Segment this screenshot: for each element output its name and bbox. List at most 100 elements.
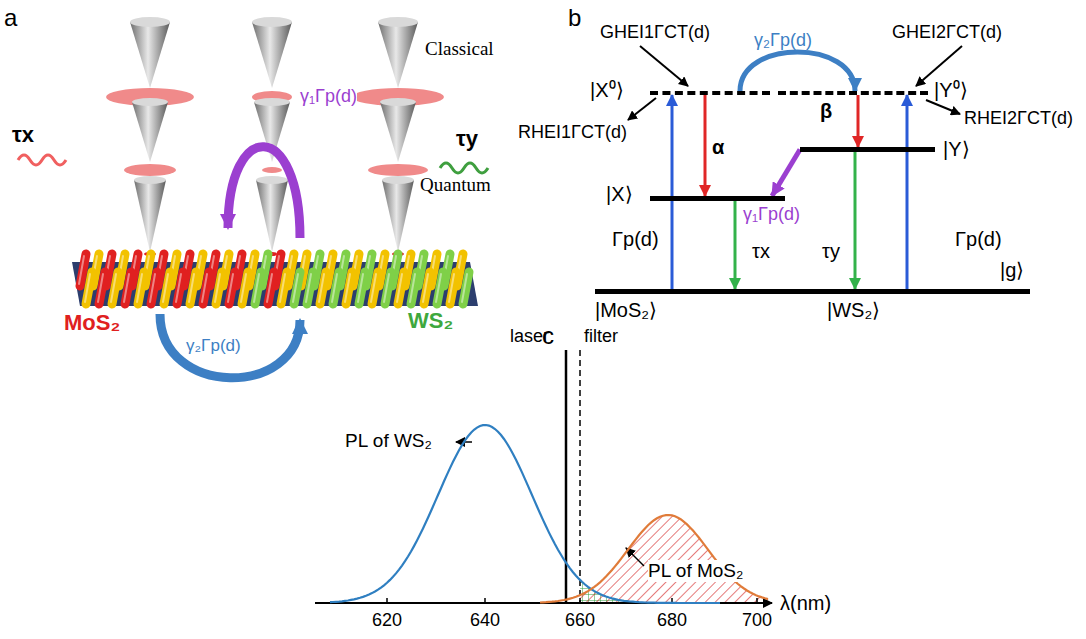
transition-arrow <box>772 150 800 197</box>
mos2-pl-curve <box>540 515 768 603</box>
lattice-rod <box>359 272 365 304</box>
curve-label: PL of MoS₂ <box>648 560 743 582</box>
level-label: |g⟩ <box>1000 259 1024 282</box>
rod-highlight <box>85 274 90 302</box>
lattice-rod <box>372 272 378 304</box>
filtered-hatch <box>580 515 770 603</box>
virtual-level: |X⁰⟩ <box>650 91 770 95</box>
level-label: |MoS₂⟩ <box>595 299 657 322</box>
rate-label: γ₁Γp(d) <box>300 86 357 107</box>
rod-highlight <box>306 274 311 302</box>
rate-arrow <box>628 46 962 120</box>
line-label: filter <box>584 326 618 347</box>
panel-letter: a <box>4 4 17 32</box>
rate-label: RHEI2ΓCT(d) <box>964 108 1073 129</box>
virtual-level: |Y⁰⟩ <box>778 91 928 95</box>
transition-label: γ₂Γp(d) <box>754 30 812 51</box>
tick-label: 640 <box>470 610 500 631</box>
rod-highlight <box>371 274 376 302</box>
tick-label: 680 <box>657 610 687 631</box>
emission-wave <box>18 155 66 165</box>
transition-arrow <box>857 95 860 147</box>
rod-highlight <box>410 274 415 302</box>
rod-highlight <box>189 274 194 302</box>
rod-highlight <box>163 274 168 302</box>
rod-highlight <box>436 274 441 302</box>
line-label: laser <box>510 326 549 347</box>
tip-column <box>252 17 292 256</box>
transition-label: τx <box>752 240 770 263</box>
rate-label: GHEI1ΓCT(d) <box>600 22 710 43</box>
transfer-arrow <box>160 314 300 378</box>
rod-highlight <box>150 274 155 302</box>
rod-highlight <box>111 274 116 302</box>
rod-highlight <box>449 274 454 302</box>
rod-highlight <box>98 274 103 302</box>
emission-wave <box>440 163 488 173</box>
lattice-rod <box>80 254 86 286</box>
energy-level: |X⟩ <box>650 196 785 201</box>
lattice-rod <box>190 272 196 304</box>
material-label: WS₂ <box>408 308 453 333</box>
lattice-rod <box>307 272 313 304</box>
rod-highlight <box>384 274 389 302</box>
lattice-rod <box>385 272 391 304</box>
lattice-rod <box>333 272 339 304</box>
lattice-rod <box>294 272 300 304</box>
lattice-rod <box>268 272 274 304</box>
transition-arrow <box>671 95 674 289</box>
regime-label: Quantum <box>420 174 491 196</box>
lattice-rod <box>255 272 261 304</box>
rate-label: γ₂Γp(d) <box>186 336 241 356</box>
rod-highlight <box>280 274 285 302</box>
lattice-rod <box>398 272 404 304</box>
transition-label: Γp(d) <box>955 228 1002 251</box>
transition-arrow <box>906 95 909 289</box>
lattice-rod <box>463 272 469 304</box>
transition-label: Γp(d) <box>612 228 659 251</box>
rod-highlight <box>397 274 402 302</box>
lattice-rod <box>99 272 105 304</box>
rod-highlight <box>345 274 350 302</box>
rod-highlight <box>462 274 467 302</box>
lattice-rod <box>411 272 417 304</box>
transition-label: γ₁Γp(d) <box>743 204 800 225</box>
rod-highlight <box>137 274 142 302</box>
rod-highlight <box>228 274 233 302</box>
lattice-rod <box>281 272 287 304</box>
transition-arrow <box>740 52 855 91</box>
transition-arrow <box>734 201 737 289</box>
lattice-rod <box>437 272 443 304</box>
rod-highlight <box>293 274 298 302</box>
lattice-rod <box>125 272 131 304</box>
lattice-rod <box>177 272 183 304</box>
lattice-rod <box>450 272 456 304</box>
transition-label: α <box>712 136 724 159</box>
lattice-rod <box>203 272 209 304</box>
rate-label: RHEI1ΓCT(d) <box>518 122 627 143</box>
energy-level: |g⟩|MoS₂⟩|WS₂⟩ <box>595 289 1030 294</box>
curve-label: PL of WS₂ <box>345 430 432 452</box>
rod-highlight <box>319 274 324 302</box>
lattice-rod <box>164 272 170 304</box>
rod-highlight <box>176 274 181 302</box>
level-label: |WS₂⟩ <box>827 299 880 322</box>
rod-highlight <box>79 256 84 284</box>
lifetime-label: τy <box>456 126 478 151</box>
level-label: |X⟩ <box>606 183 633 206</box>
rod-highlight <box>423 274 428 302</box>
energy-level: |Y⟩ <box>800 147 935 152</box>
rod-highlight <box>241 274 246 302</box>
lattice <box>79 254 469 304</box>
lifetime-label: τx <box>12 122 34 147</box>
axis-label: λ(nm) <box>780 592 831 615</box>
level-label: |Y⁰⟩ <box>934 79 968 102</box>
transition-label: τy <box>822 240 840 263</box>
lattice-rod <box>346 272 352 304</box>
lattice-rod <box>320 272 326 304</box>
rod-highlight <box>202 274 207 302</box>
rod-highlight <box>254 274 259 302</box>
tick-label: 620 <box>372 610 402 631</box>
lattice-rod <box>112 272 118 304</box>
